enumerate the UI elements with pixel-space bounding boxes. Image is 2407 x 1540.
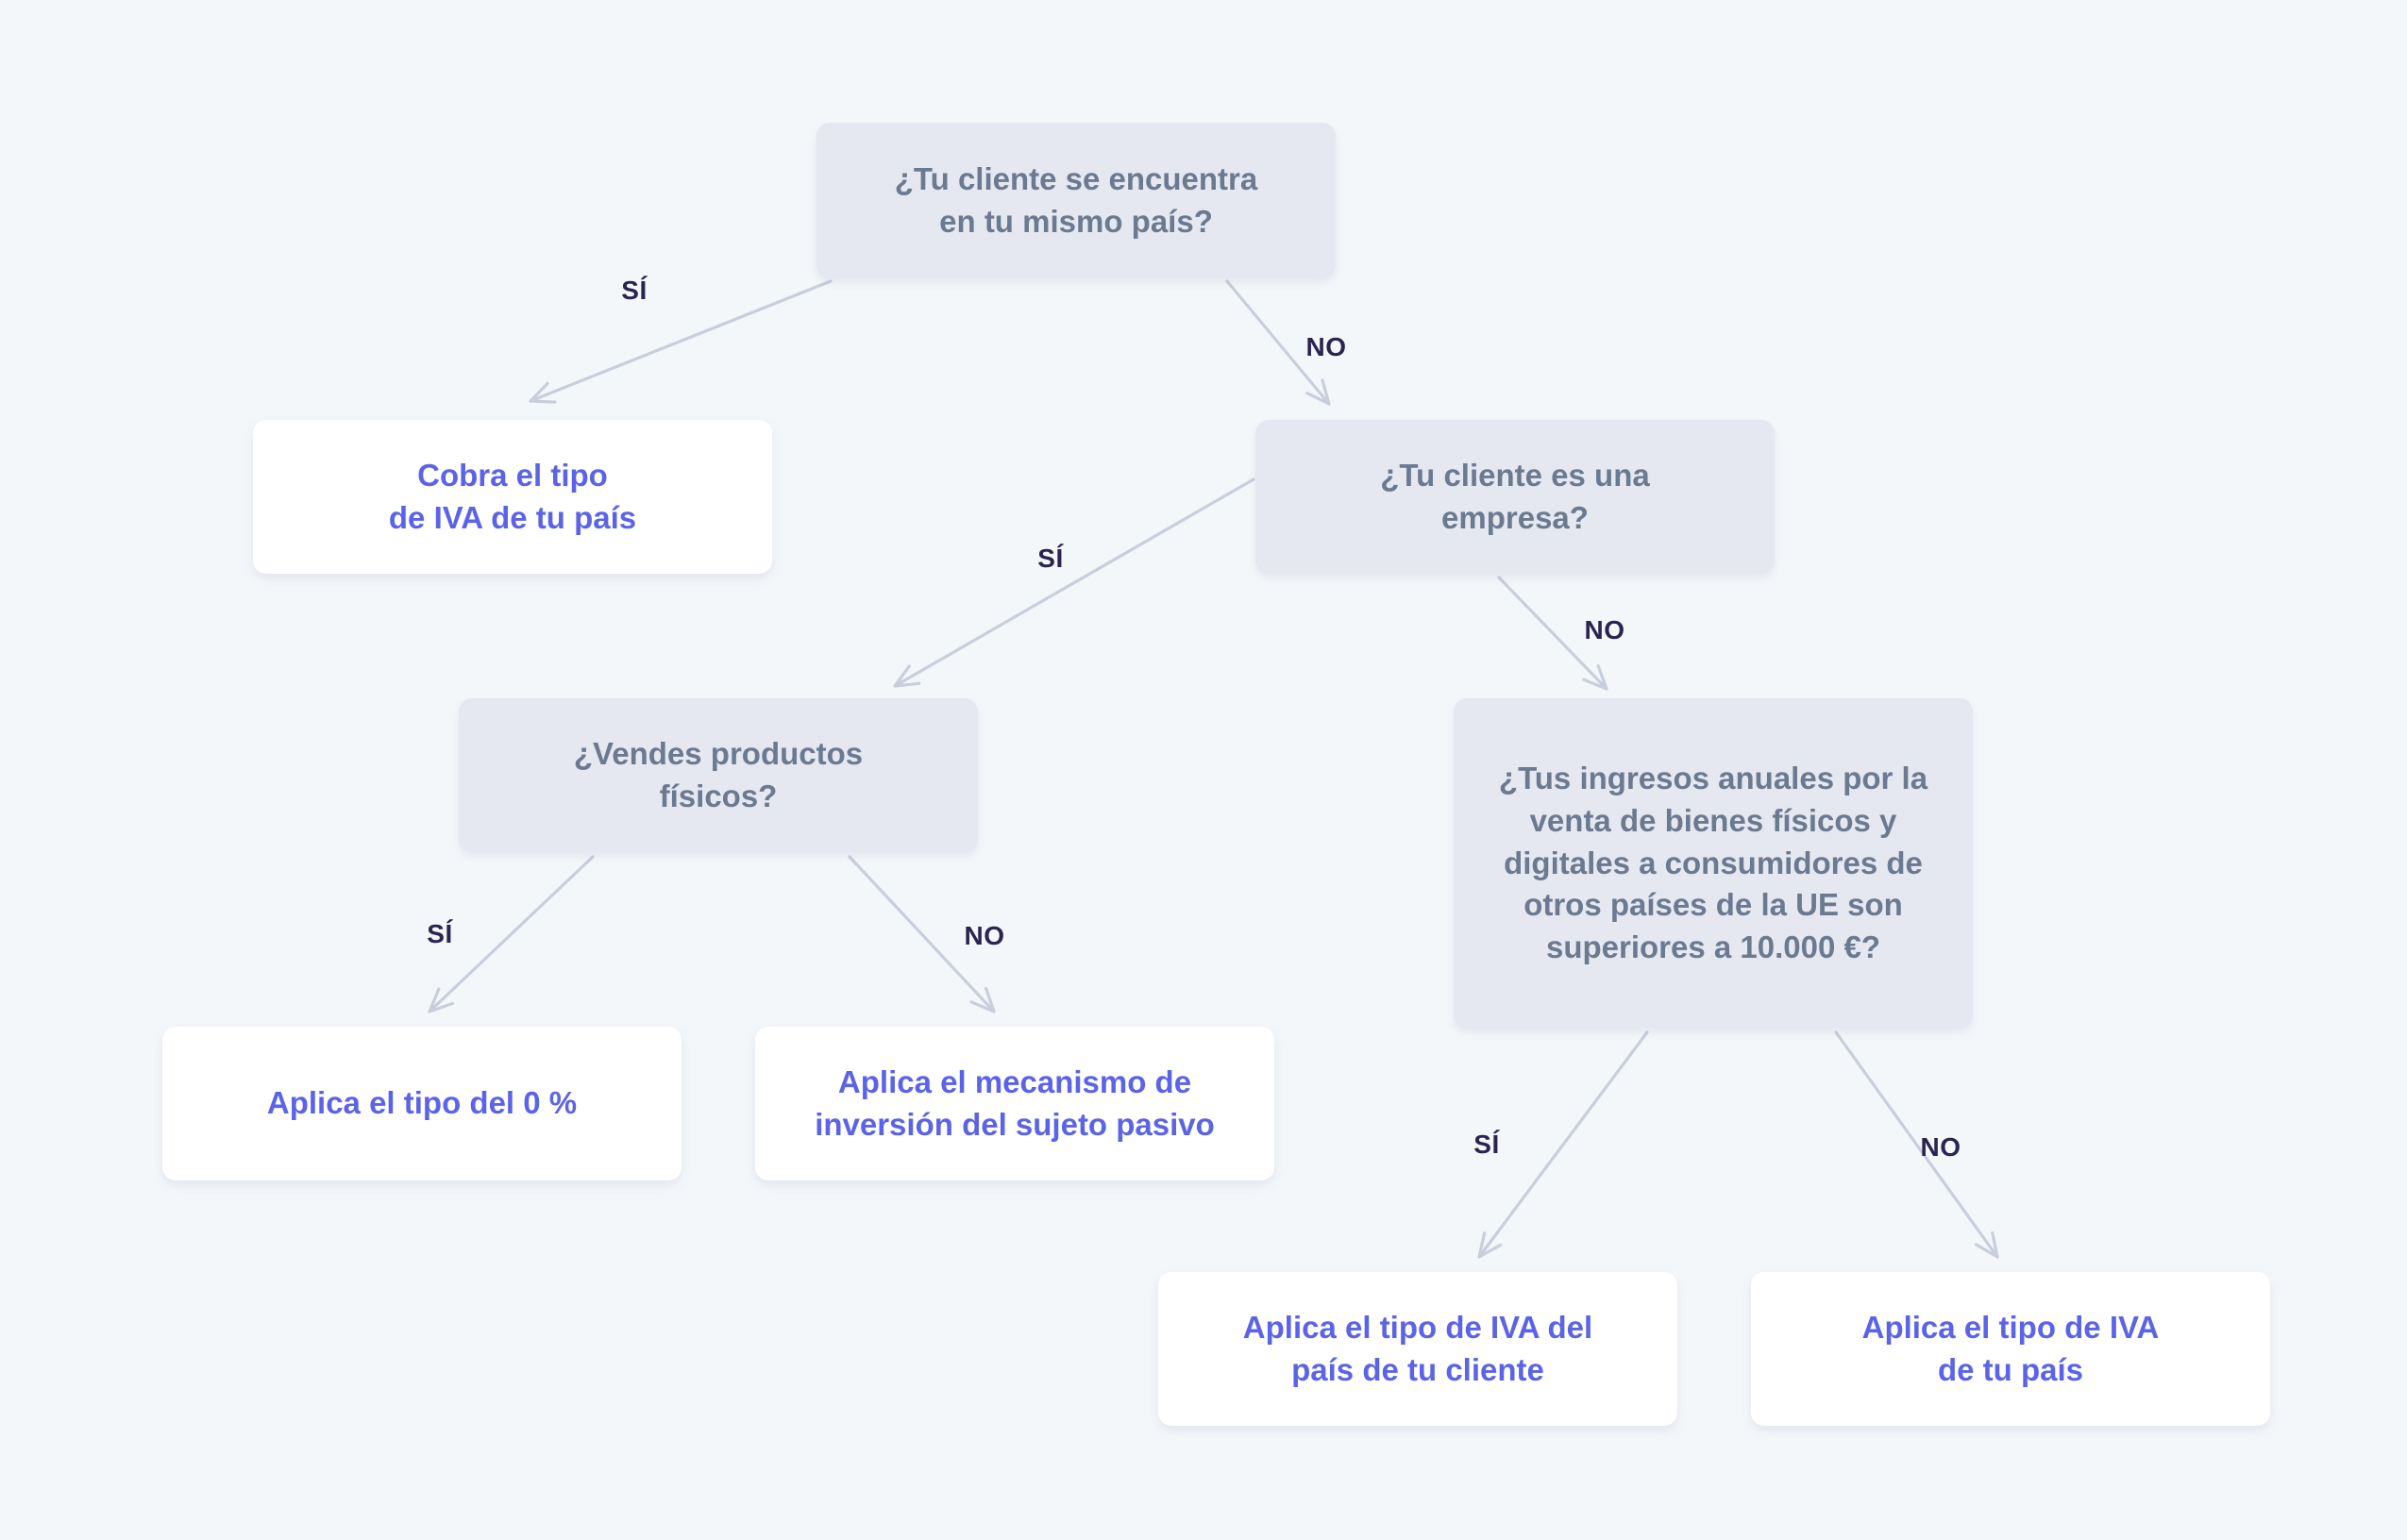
edge-label-e1: SÍ — [621, 276, 648, 305]
flow-edge — [1834, 1030, 1999, 1259]
edge-line — [1834, 1030, 1999, 1259]
question-node-q2[interactable]: ¿Tu cliente es una empresa? — [1255, 420, 1775, 574]
edge-line — [529, 279, 833, 403]
edge-label-e7: SÍ — [1473, 1130, 1500, 1159]
result-node-r4[interactable]: Aplica el tipo de IVA del país de tu cli… — [1158, 1272, 1677, 1426]
node-label: Aplica el tipo del 0 % — [266, 1085, 578, 1121]
edge-label-e3: SÍ — [1037, 544, 1064, 573]
node-label: ¿Tu cliente se encuentra en tu mismo paí… — [894, 160, 1258, 239]
question-node-q3[interactable]: ¿Vendes productos físicos? — [459, 698, 978, 852]
result-node-r2[interactable]: Aplica el tipo del 0 % — [162, 1027, 682, 1180]
edge-arrowhead-icon — [529, 381, 557, 404]
node-label: Cobra el tipo de IVA de tu país — [388, 457, 637, 535]
edge-arrowhead-icon — [893, 664, 921, 688]
edge-arrowhead-icon — [969, 986, 996, 1013]
result-node-r1[interactable]: Cobra el tipo de IVA de tu país — [253, 420, 772, 574]
flow-edge — [893, 477, 1255, 688]
edge-arrowhead-icon — [1305, 378, 1331, 406]
flow-edge — [428, 855, 595, 1013]
edge-line — [428, 855, 595, 1013]
edge-arrowhead-icon — [1582, 663, 1608, 691]
edge-label-e2: NO — [1305, 332, 1347, 361]
edge-arrowhead-icon — [428, 987, 455, 1013]
flow-edge — [1477, 1030, 1649, 1259]
node-label: ¿Tus ingresos anuales por la venta de bi… — [1498, 760, 1928, 965]
edge-label-e5: SÍ — [427, 919, 453, 948]
edge-label-e6: NO — [964, 921, 1005, 950]
question-node-q1[interactable]: ¿Tu cliente se encuentra en tu mismo paí… — [816, 123, 1336, 278]
edge-line — [893, 477, 1255, 688]
flow-edge — [529, 279, 833, 404]
edge-label-e8: NO — [1920, 1132, 1961, 1162]
node-label: ¿Vendes productos físicos? — [573, 735, 864, 813]
edge-label-e4: NO — [1584, 615, 1625, 644]
result-node-r3[interactable]: Aplica el mecanismo de inversión del suj… — [755, 1027, 1274, 1180]
edge-arrowhead-icon — [1974, 1230, 1999, 1259]
edge-line — [1477, 1030, 1649, 1259]
result-node-r5[interactable]: Aplica el tipo de IVA de tu país — [1751, 1272, 2270, 1426]
node-label: ¿Tu cliente es una empresa? — [1380, 457, 1650, 535]
edge-arrowhead-icon — [1477, 1231, 1503, 1259]
node-label: Aplica el mecanismo de inversión del suj… — [815, 1063, 1215, 1142]
node-label: Aplica el tipo de IVA de tu país — [1861, 1309, 2160, 1387]
node-label: Aplica el tipo de IVA del país de tu cli… — [1242, 1309, 1593, 1387]
question-node-q4[interactable]: ¿Tus ingresos anuales por la venta de bi… — [1454, 698, 1973, 1029]
